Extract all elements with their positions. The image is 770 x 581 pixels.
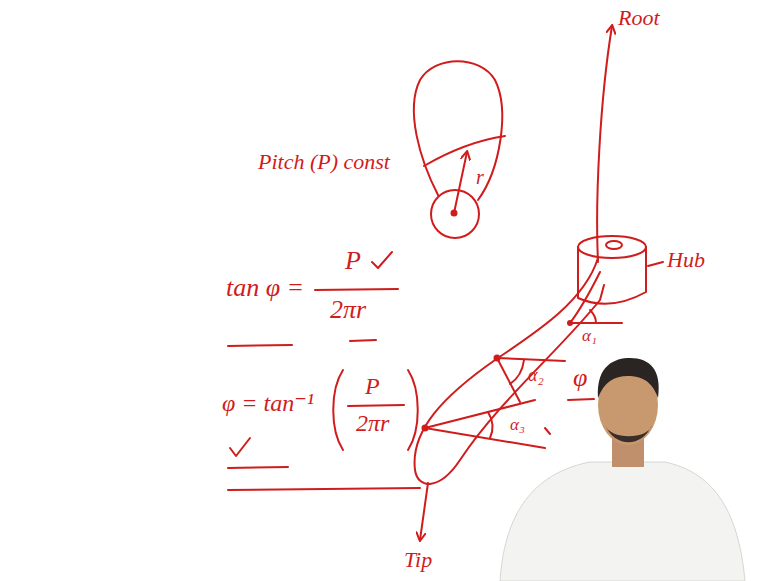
formula-text: tan φ =	[226, 274, 304, 303]
numerator: P	[345, 247, 361, 276]
formula-text: φ = tan⁻¹	[222, 390, 314, 416]
numerator: P	[365, 373, 380, 399]
part-name: Hub	[667, 248, 705, 272]
part-name: Root	[618, 6, 660, 30]
denominator: 2πr	[356, 410, 389, 436]
part-name: Tip	[404, 548, 432, 572]
angle-label: α₂	[528, 366, 544, 386]
note-text: Pitch (P) const	[258, 150, 390, 174]
denominator: 2πr	[330, 296, 366, 325]
angle-label: α₁	[582, 327, 597, 346]
angle-label: α₃	[510, 416, 525, 435]
angle-label: φ	[573, 364, 587, 393]
lecturer-figure	[500, 358, 745, 581]
radius-label: r	[476, 166, 484, 188]
